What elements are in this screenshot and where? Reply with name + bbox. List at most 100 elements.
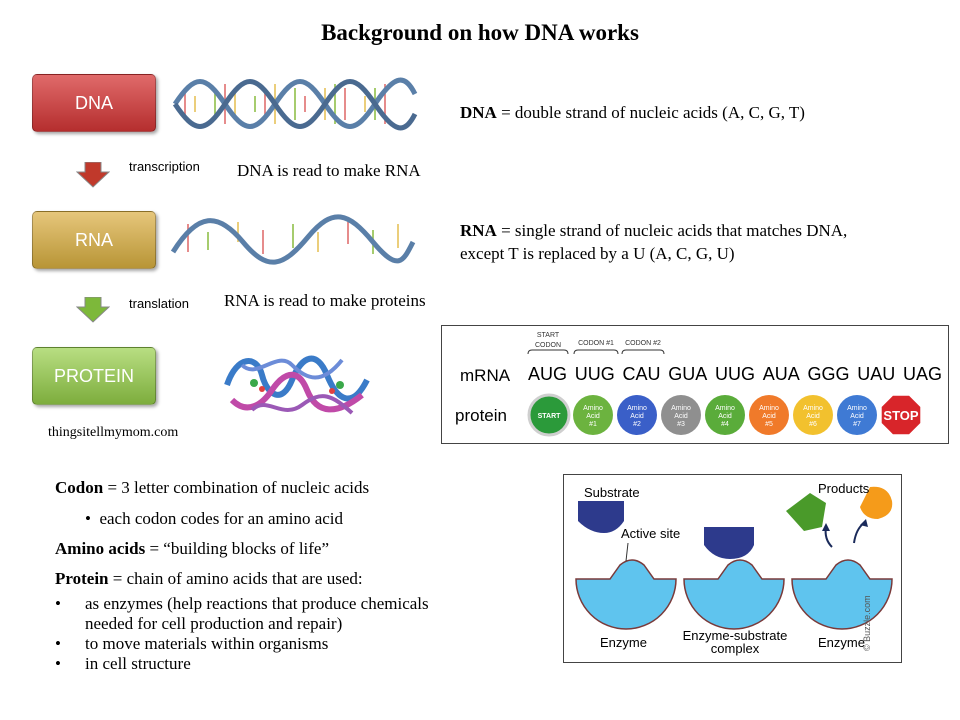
codon-3: GUA [668,364,708,384]
amino-acid-2-shape [617,395,657,435]
codon-7: UAU [857,364,896,384]
protein-box-label: PROTEIN [53,365,134,386]
start-token-label: START [538,413,562,420]
protein-def-text: = chain of amino acids that are used: [108,569,363,588]
codon-2: CAU [622,364,661,384]
protein-use-enzymes: •as enzymes (help reactions that produce… [55,594,429,633]
protein-box: PROTEIN [32,347,156,405]
amino-acid-5-number: #5 [765,421,773,428]
codon-8: UAG [902,364,942,384]
codon-2-label: CODON #2 [625,340,661,347]
translation-description: RNA is read to make proteins [224,291,426,310]
rna-box: RNA [32,211,156,269]
stop-token-label: STOP [883,408,918,423]
product-green-shape [786,493,826,531]
bound-substrate-shape [704,527,754,559]
amino-acid-5-word-acid: Acid [762,413,776,420]
buzzle-watermark: © Buzzle.com [862,595,872,651]
release-arrow-1-head-icon [822,523,830,531]
amino-acid-4-word-amino: Amino [715,405,735,412]
protein-definition: Protein = chain of amino acids that are … [55,569,555,589]
amino-acid-3-number: #3 [677,421,685,428]
codon-diagram-canvas: START CODON CODON #1 CODON #2 STARTAmino… [527,332,923,437]
amino-acid-6-number: #6 [809,421,817,428]
enzyme-label-1: Enzyme [600,635,647,650]
amino-acid-6-word-acid: Acid [806,413,820,420]
amino-acid-3-word-amino: Amino [671,405,691,412]
protein-use-structure: •in cell structure [55,654,191,673]
enzyme-diagram-canvas [575,486,893,630]
start-token-shape [527,393,571,437]
release-arrow-2-icon [853,522,865,544]
codon-0: AUG [528,364,568,384]
transcription-arrow-icon [76,162,110,188]
amino-acid-7-word-acid: Acid [850,413,864,420]
codon-definition: Codon = 3 letter combination of nucleic … [55,478,555,498]
amino-acid-5-shape [749,395,789,435]
enzyme-2-shape [683,559,785,630]
amino-acid-5-word-amino: Amino [759,405,779,412]
amino-acid-1-shape [573,395,613,435]
protein-use-structure-text: in cell structure [85,654,191,673]
codon-5: AUA [762,364,800,384]
transcription-description: DNA is read to make RNA [237,161,421,180]
protein-structure-image [224,355,370,415]
protein-row-label: protein [455,406,507,425]
codon-1-bracket [573,349,619,355]
rna-definition-line-1: RNA = single strand of nucleic acids tha… [460,221,847,241]
release-arrow-2-head-icon [860,519,868,527]
amino-acid-7-word-amino: Amino [847,405,867,412]
image-credit: thingsitellmymom.com [48,425,179,440]
codon-2-bracket [621,349,665,355]
amino-acid-1-number: #1 [589,421,597,428]
protein-use-transport-text: to move materials within organisms [85,634,329,653]
dna-double-helix-image [172,77,418,131]
dna-box: DNA [32,74,156,132]
start-codon-label-line-1: START [537,332,560,339]
amino-acid-2-word-acid: Acid [630,413,644,420]
translation-label: translation [129,296,189,311]
translation-arrow-icon [76,297,110,323]
amino-acid-3-shape [661,395,701,435]
codon-1: UUG [574,364,615,384]
dna-term: DNA [460,103,497,122]
protein-use-transport: •to move materials within organisms [55,634,329,653]
amino-acid-4-word-acid: Acid [718,413,732,420]
dna-def-text: = double strand of nucleic acids (A, C, … [496,103,805,122]
amino-acid-6-shape [793,395,833,435]
complex-label-line-1: Enzyme-substrate [682,628,788,643]
amino-acid-2-word-amino: Amino [627,405,647,412]
amino-acid-4-number: #4 [721,421,729,428]
rna-definition-line-2: except T is replaced by a U (A, C, G, U) [460,244,735,263]
amino-acid-def-text: = “building blocks of life” [145,539,330,558]
start-codon-bracket [527,349,569,355]
rna-def-text-1: = single strand of nucleic acids that ma… [496,221,848,240]
codon-def-text: = 3 letter combination of nucleic acids [103,478,370,497]
active-site-pointer [625,542,629,562]
amino-acid-3-word-acid: Acid [674,413,688,420]
amino-acid-7-shape [837,395,877,435]
dna-definition: DNA = double strand of nucleic acids (A,… [460,103,805,123]
substrate-label: Substrate [584,485,640,500]
bottom-definitions: Codon = 3 letter combination of nucleic … [55,478,555,674]
active-site-label: Active site [621,526,681,541]
protein-use-enzymes-line-2: needed for cell production and repair) [85,614,343,633]
enzyme-1-shape [575,559,677,630]
transcription-label: transcription [129,159,200,174]
substrate-shape [578,501,624,533]
codon-6: GGG [807,364,850,384]
rna-strand-image [170,214,416,265]
protein-use-enzymes-line-1: as enzymes (help reactions that produce … [85,594,429,613]
enzyme-label-2: Enzyme [818,635,865,650]
codon-bullet: • each codon codes for an amino acid [85,509,344,528]
rna-box-label: RNA [74,229,113,250]
rna-term: RNA [460,221,497,240]
page-title: Background on how DNA works [321,20,639,45]
product-orange-shape [860,486,893,519]
amino-acid-7-number: #7 [853,421,861,428]
amino-acid-2-number: #2 [633,421,641,428]
mrna-label: mRNA [460,366,511,385]
enzyme-3-shape [791,559,893,630]
